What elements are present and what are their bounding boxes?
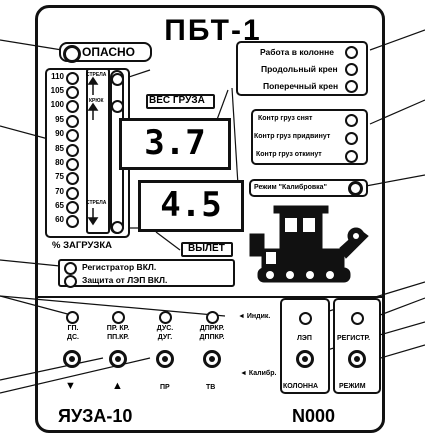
lep-protection-label: Защита от ЛЭП ВКЛ. [82,275,168,285]
kolonna-button[interactable] [296,350,314,368]
button-label-dprkr: ДПРКР. ДППКР. [194,324,230,342]
scale-value: 90 [55,129,64,138]
boom-lamp-top [111,73,124,86]
indicator-lamp [112,311,125,324]
load-percent-label: % ЗАГРУЗКА [52,240,113,251]
button-label-text: ПР. КР. ПП.КР. [106,325,130,341]
load-lamp [66,100,79,113]
reach-label-frame [181,242,233,257]
load-lamp [66,72,79,85]
scale-value: 80 [55,158,64,167]
button-label-text: ГП. ДС. [67,325,79,341]
load-lamp [66,172,79,185]
rezhim-button[interactable] [348,350,366,368]
column-indicator-lamp [345,63,358,76]
indicator-lamp [206,311,219,324]
scale-value: 65 [55,201,64,210]
calibration-mode-label: Режим "Калибровка" [254,184,327,191]
boom-lamp-hook [111,100,124,113]
registrator-lamp [64,262,77,275]
column-indicator-lamp [345,46,358,59]
load-lamp [66,215,79,228]
lep-protection-lamp [64,275,77,288]
scale-value: 100 [50,100,64,109]
load-lamp [66,144,79,157]
boom-label-bottom: СТРЕЛА [86,200,107,206]
up-arrow-label: ▲ [112,380,123,392]
button-label-text: ДУС. ДУГ. [156,325,174,341]
calibration-mode-lamp [348,181,363,196]
load-indicator-lamp [345,132,358,145]
danger-lamp [63,45,81,63]
indic-label: ◄ Индик. [238,313,271,320]
rezhim-label: РЕЖИМ [339,383,366,390]
kolonna-label: КОЛОННА [283,383,319,390]
scale-value: 95 [55,115,64,124]
load-indicator-label: Контр груз откинут [256,151,322,158]
indicator-lamp [66,311,79,324]
scale-value: 110 [51,72,64,81]
lep-lamp [299,312,312,325]
divider [38,296,382,298]
reach-display: 4.5 [138,180,244,232]
registr-lamp [351,312,364,325]
calib-label: ◄ Калибр. [240,370,277,377]
danger-frame [59,42,152,62]
load-indicator-label: Контр груз придвинут [254,133,331,140]
weight-label: ВЕС ГРУЗА [149,95,205,106]
button-label-gp-ds: ГП. ДС. [62,324,84,342]
load-lamp [66,158,79,171]
button-label-dus-dug: ДУС. ДУГ. [153,324,177,342]
status-indicators-frame [58,259,235,287]
load-lamp [66,129,79,142]
serial-label: N000 [292,406,336,426]
boom-position-frame [86,68,110,234]
boom-lamp-bottom [111,221,124,234]
column-indicator-label: Поперечный крен [263,81,339,91]
registrator-status-label: Регистратор ВКЛ. [82,262,157,272]
danger-label: ОПАСНО [82,45,135,59]
load-lamp [66,86,79,99]
load-lamp [66,201,79,214]
pr-label: ПР [160,384,170,391]
button-label-pr-kr: ПР. КР. ПП.КР. [103,324,133,342]
gp-ds-button[interactable] [63,350,81,368]
load-indicator-label: Контр груз снят [258,115,313,122]
load-indicator-lamp [345,114,358,127]
registr-label: РЕГИСТР. [337,335,371,342]
scale-value: 105 [50,86,64,95]
scale-value: 75 [55,172,64,181]
load-indicator-lamp [345,150,358,163]
dus-dug-button[interactable] [156,350,174,368]
weight-display: 3.7 [119,118,231,170]
down-arrow-label: ▼ [65,380,76,392]
indicator-lamp [159,311,172,324]
pr-kr-button[interactable] [109,350,127,368]
scale-value: 85 [55,144,64,153]
reach-label: ВЫЛЕТ [188,243,225,254]
scale-value: 60 [55,215,64,224]
load-lamp [66,187,79,200]
boom-label-top: СТРЕЛА [86,72,107,78]
calibration-mode-frame [249,179,368,197]
weight-label-frame [146,94,215,109]
boom-label-hook: КРЮК [89,98,104,104]
dprkr-button[interactable] [203,350,221,368]
load-lamp [66,115,79,128]
column-indicator-label: Работа в колонне [260,47,334,57]
column-indicator-lamp [345,80,358,93]
tv-label: ТВ [206,384,216,391]
button-label-text: ДПРКР. ДППКР. [199,325,225,341]
scale-value: 70 [55,187,64,196]
column-indicator-label: Продольный крен [261,64,338,74]
model-label: ЯУЗА-10 [58,406,133,426]
lep-label: ЛЭП [297,335,312,342]
